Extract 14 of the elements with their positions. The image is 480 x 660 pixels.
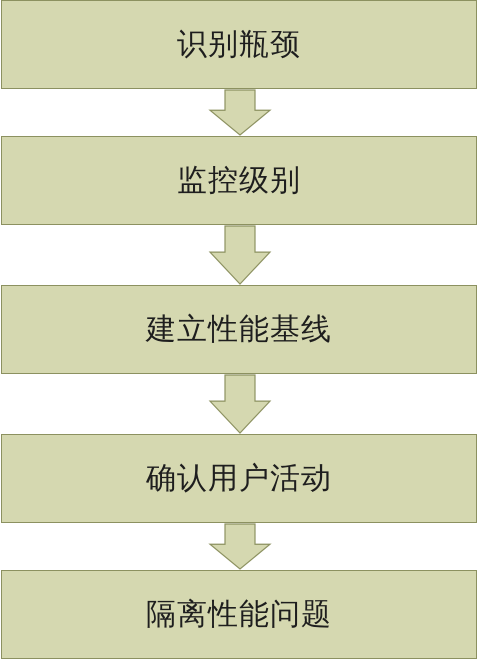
process-box [1, 285, 477, 374]
step-label: 监控级别 [177, 162, 301, 200]
step-label: 隔离性能问题 [146, 596, 332, 634]
step-label: 建立性能基线 [146, 311, 332, 349]
process-box [1, 136, 477, 225]
step-label: 确认用户活动 [146, 460, 332, 498]
process-box [1, 0, 477, 89]
block-arrow [208, 225, 272, 285]
process-box [1, 570, 477, 659]
process-box [1, 434, 477, 523]
block-arrow [208, 89, 272, 136]
block-arrow [208, 374, 272, 434]
step-label: 识别瓶颈 [177, 26, 301, 64]
block-arrow [208, 523, 272, 570]
